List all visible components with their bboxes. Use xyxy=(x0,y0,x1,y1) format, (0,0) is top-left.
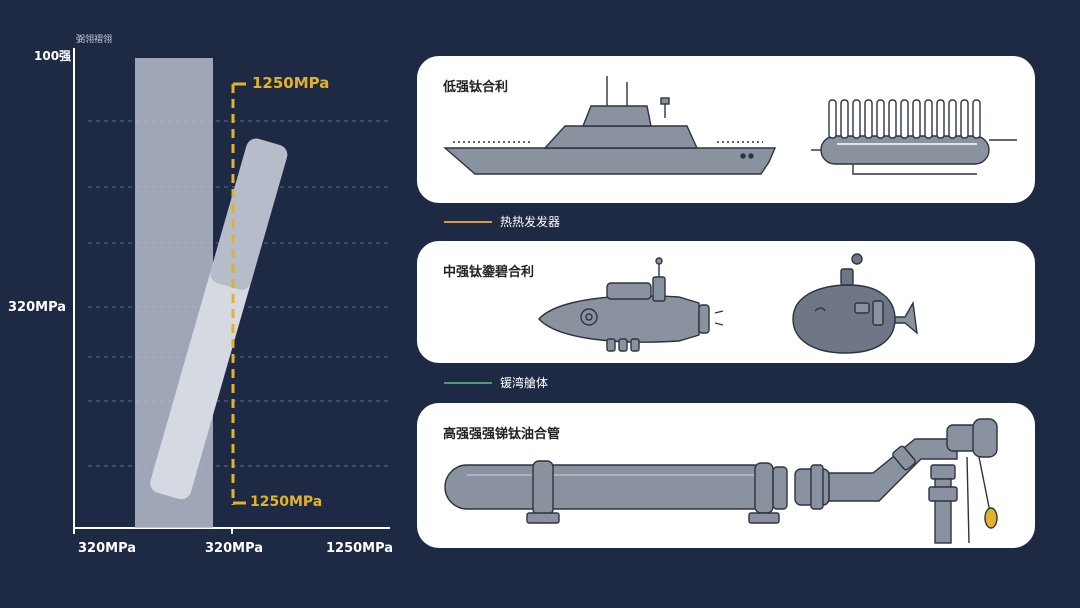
separator-pressure-hull: 锾湾艙体 xyxy=(444,374,548,391)
card-illustrations xyxy=(444,418,998,544)
gold-bottom-label: 1250MPa xyxy=(250,494,323,510)
card-title: 高强强强锑钛油合管 xyxy=(443,427,561,442)
y-top-label: 100强 xyxy=(34,49,72,63)
card-illustrations xyxy=(538,253,918,354)
card-illustrations xyxy=(443,76,1017,175)
chart-legend-text: 弼翎褶翎 xyxy=(76,35,113,45)
medium-strength-card: 中强钛鍌碧合利 xyxy=(417,241,1035,363)
separator-heat-exchanger: 热热发发器 xyxy=(444,213,560,230)
strength-chart: 弼翎褶翎 100强 320MPa 1250MPa 1250MPa 320MPa … xyxy=(0,0,410,608)
tilted-strength-bar xyxy=(150,138,288,500)
x-label-1: 320MPa xyxy=(78,541,137,556)
card-title: 中强钛鍌碧合利 xyxy=(443,265,535,280)
separator-label: 锾湾艙体 xyxy=(500,376,549,390)
submersible-icon xyxy=(792,253,918,354)
y-mid-label: 320MPa xyxy=(8,300,67,315)
separator-label: 热热发发器 xyxy=(500,215,561,229)
x-label-2: 320MPa xyxy=(205,541,264,556)
heat-exchanger-icon xyxy=(811,99,1017,175)
chart-canvas xyxy=(73,48,390,534)
x-label-3: 1250MPa xyxy=(326,541,394,556)
gold-top-label: 1250MPa xyxy=(252,74,330,92)
separator-line xyxy=(444,381,492,384)
high-strength-bracket xyxy=(231,82,246,505)
pipeline-icon xyxy=(444,418,998,544)
high-strength-card: 高强强强锑钛油合管 xyxy=(417,403,1035,548)
warship-icon xyxy=(443,76,777,175)
submarine-icon xyxy=(538,257,724,352)
separator-line xyxy=(444,220,492,223)
card-title: 低强钛合利 xyxy=(443,80,509,95)
low-strength-card: 低强钛合利 xyxy=(417,56,1035,203)
